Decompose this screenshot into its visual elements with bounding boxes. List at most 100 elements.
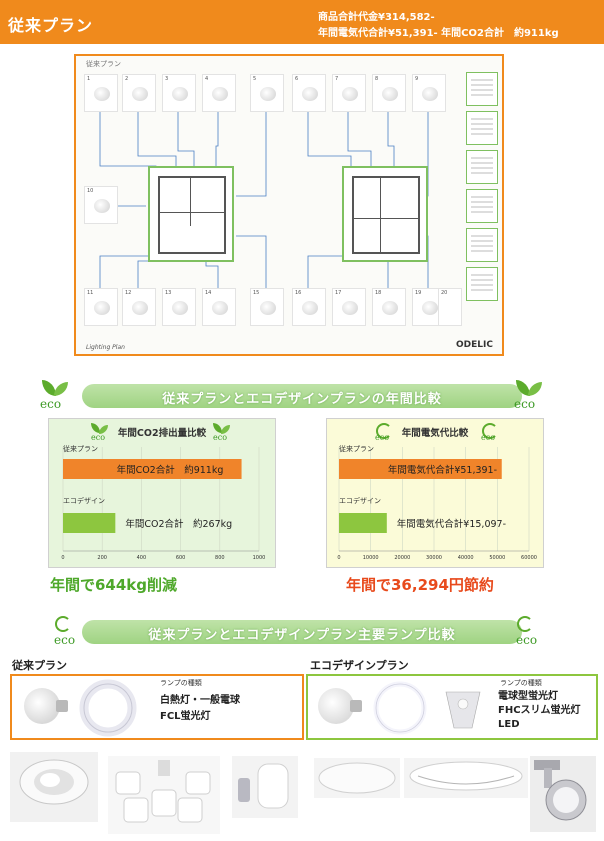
- eco-icon: eco: [514, 616, 548, 650]
- lamp-thumbnail: 4: [202, 74, 236, 112]
- lamp-thumbnail: 5: [250, 74, 284, 112]
- cost-saving: 年間で36,294円節約: [346, 576, 494, 594]
- page-title: 従来プラン: [8, 16, 94, 35]
- lamp-thumbnail: 15: [250, 288, 284, 326]
- ceiling-light-photo-2: [404, 758, 528, 798]
- bar: [63, 513, 116, 533]
- lamp-thumbnail: 7: [332, 74, 366, 112]
- conventional-plan-title: 従来プラン: [12, 659, 67, 672]
- lamp-image: [302, 87, 318, 101]
- category-label: 従来プラン: [339, 444, 374, 453]
- lamp-kind-label: ランプの種類: [500, 679, 542, 687]
- lighting-plan: 従来プラン 1 2 3 4 5 6 7 8 9 10 11 12 13 14: [74, 54, 504, 356]
- annual-summary: 年間電気代合計¥51,391- 年間CO2合計 約911kg: [318, 28, 559, 39]
- side-card: [466, 228, 498, 262]
- chart-title: 年間CO2排出量比較: [117, 428, 207, 439]
- lamp-thumbnail: 11: [84, 288, 118, 326]
- eco-icon: eco: [52, 616, 86, 650]
- lamp-image: [94, 301, 110, 315]
- side-card: [466, 189, 498, 223]
- lamp-thumbnail: 13: [162, 288, 196, 326]
- x-tick-label: 1000: [253, 555, 266, 561]
- lamp-image: [94, 87, 110, 101]
- eco-icon: eco: [38, 380, 72, 414]
- floor-plan-1f: [148, 166, 234, 262]
- brand-logo: ODELIC: [456, 340, 493, 350]
- category-label: エコデザイン: [339, 496, 381, 505]
- bar-value-label: 年間電気代合計¥15,097-: [397, 518, 506, 530]
- lamp-thumbnail: 14: [202, 288, 236, 326]
- lamp-image: [132, 301, 148, 315]
- ceiling-light-photo-1: [314, 758, 400, 798]
- bar: [339, 459, 502, 479]
- lamp-thumbnail: 10: [84, 186, 118, 224]
- lamp-thumbnail: 3: [162, 74, 196, 112]
- eco-plan-title: エコデザインプラン: [310, 659, 409, 672]
- lamp-kind-cfl: 電球型蛍光灯: [498, 691, 558, 702]
- side-card: [466, 150, 498, 184]
- bar-value-label: 年間電気代合計¥51,391-: [388, 464, 497, 476]
- lamp-comparison-banner: 従来プランとエコデザインプラン主要ランプ比較: [82, 620, 522, 644]
- lamp-image: [302, 301, 318, 315]
- lamp-kind-fhc: FHCスリム蛍光灯: [498, 705, 581, 716]
- side-card: [466, 111, 498, 145]
- lamp-image: [260, 301, 276, 315]
- lamp-thumbnail: 17: [332, 288, 366, 326]
- chandelier-photo: [108, 756, 220, 834]
- lamp-thumbnail: 8: [372, 74, 406, 112]
- lamp-image: [212, 301, 228, 315]
- header-bar: 従来プラン 商品合計代金¥314,582- 年間電気代合計¥51,391- 年間…: [0, 0, 604, 44]
- x-tick-label: 10000: [363, 555, 379, 561]
- lamp-thumbnail: 6: [292, 74, 326, 112]
- lamp-thumbnail: 20: [438, 288, 462, 326]
- x-tick-label: 600: [176, 555, 186, 561]
- x-tick-label: 30000: [426, 555, 442, 561]
- lamp-thumbnail: 9: [412, 74, 446, 112]
- lamp-image: [382, 87, 398, 101]
- lamp-image: [342, 301, 358, 315]
- fcl-ring-lamp-image: [79, 679, 137, 737]
- x-tick-label: 0: [337, 555, 340, 561]
- eco-icon: eco: [512, 380, 546, 414]
- incandescent-bulb-image: [24, 688, 68, 724]
- x-tick-label: 200: [97, 555, 107, 561]
- fhc-ring-lamp-image: [373, 681, 427, 735]
- x-tick-label: 400: [137, 555, 147, 561]
- product-total: 商品合計代金¥314,582-: [318, 12, 435, 23]
- lamp-image: [172, 301, 188, 315]
- lamp-thumbnail: 18: [372, 288, 406, 326]
- bar-value-label: 年間CO2合計 約267kg: [125, 518, 232, 530]
- plan-footer: Lighting Plan: [86, 344, 125, 351]
- eco-icon: eco: [89, 423, 109, 443]
- lamp-thumbnail: 1: [84, 74, 118, 112]
- lamp-image: [382, 301, 398, 315]
- side-card: [466, 267, 498, 301]
- lamp-image: [212, 87, 228, 101]
- eco-lamp-box: ランプの種類 電球型蛍光灯 FHCスリム蛍光灯 LED: [306, 674, 598, 740]
- bar: [339, 513, 387, 533]
- conventional-lamp-box: ランプの種類 白熱灯・一般電球 FCL蛍光灯: [10, 674, 304, 740]
- led-lamp-image: [445, 691, 481, 729]
- x-tick-label: 40000: [458, 555, 474, 561]
- eco-icon: eco: [479, 423, 499, 443]
- lamp-image: [132, 87, 148, 101]
- lamp-kind-fcl: FCL蛍光灯: [160, 711, 211, 722]
- led-spotlight-photo: [530, 756, 596, 832]
- category-label: 従来プラン: [63, 444, 98, 453]
- comparison-banner: 従来プランとエコデザインプランの年間比較: [82, 384, 522, 408]
- chart-title: 年間電気代比較: [401, 428, 469, 439]
- bar-value-label: 年間CO2合計 約911kg: [117, 464, 224, 476]
- lamp-kind-incandescent: 白熱灯・一般電球: [160, 695, 240, 706]
- lamp-thumbnail: 12: [122, 288, 156, 326]
- wall-bracket-photo: [232, 756, 298, 818]
- side-card: [466, 72, 498, 106]
- lamp-image: [172, 87, 188, 101]
- bar: [63, 459, 242, 479]
- lamp-thumbnail: 16: [292, 288, 326, 326]
- lamp-image: [342, 87, 358, 101]
- category-label: エコデザイン: [63, 496, 105, 505]
- lamp-kind-led: LED: [498, 719, 520, 730]
